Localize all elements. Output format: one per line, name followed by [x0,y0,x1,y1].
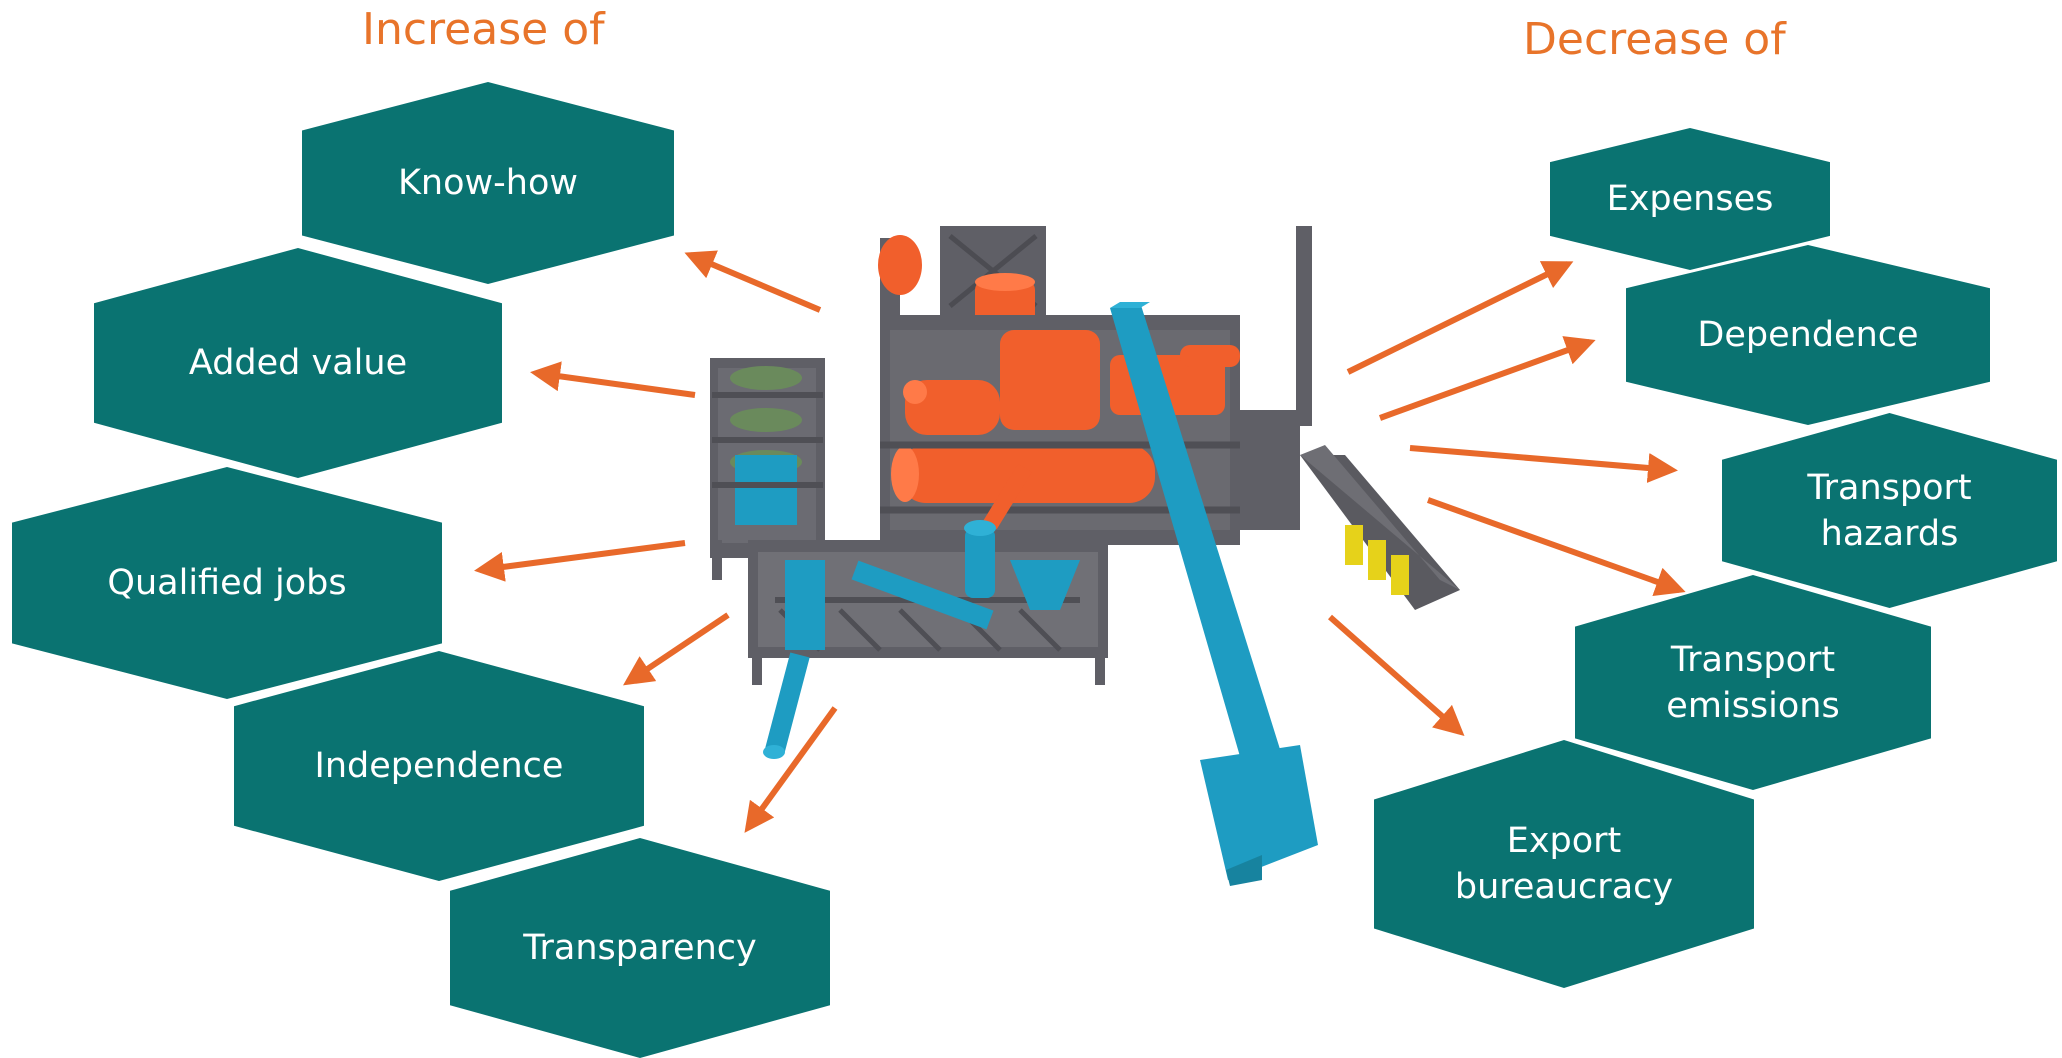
increase-heading: Increase of [362,4,605,55]
chimney [1296,226,1312,426]
hex-transport-emissions: Transport emissions [1575,575,1931,790]
hex-label: Know-how [397,163,579,203]
hex-transport-hazards: Transport hazards [1722,413,2057,608]
hex-dependence: Dependence [1626,245,1990,425]
increase-arrows [474,250,838,833]
hex-label: Independence [314,746,564,786]
hex-independence: Independence [234,651,644,881]
hex-label: Transport hazards [1807,467,1972,554]
arrow-know-how [684,250,822,313]
hex-qualified-jobs: Qualified jobs [12,467,442,699]
arrow-dependence [1378,336,1596,421]
arrow-expenses [1346,261,1574,375]
hex-label: Added value [188,343,408,383]
hex-label: Expenses [1606,179,1774,219]
bottom-frame [748,520,1108,759]
machine-model [710,226,1460,886]
conveyor [1110,302,1318,886]
hex-label: Qualified jobs [107,563,347,603]
arrow-transport-hazards [1409,445,1678,483]
hex-label: Dependence [1697,315,1919,355]
hex-added-value: Added value [94,248,502,478]
filter-unit [1300,445,1460,610]
arrow-transparency [744,706,838,833]
hex-label: Transparency [523,928,757,968]
arrow-export-bureaucracy [1328,614,1465,736]
hex-know-how: Know-how [302,82,674,284]
hex-label: Transport emissions [1666,639,1840,726]
arrow-independence [623,612,730,686]
hex-export-bureaucracy: Export bureaucracy [1374,740,1754,988]
chimney-base [1240,410,1300,530]
hex-expenses: Expenses [1550,128,1830,270]
arrow-transport-emissions [1426,497,1686,597]
hex-transparency: Transparency [450,838,830,1058]
arrow-added-value [530,361,696,398]
decrease-heading: Decrease of [1523,14,1786,65]
decrease-arrows [1328,261,1686,736]
hex-label: Export bureaucracy [1454,821,1674,907]
arrow-qualified-jobs [474,540,686,582]
